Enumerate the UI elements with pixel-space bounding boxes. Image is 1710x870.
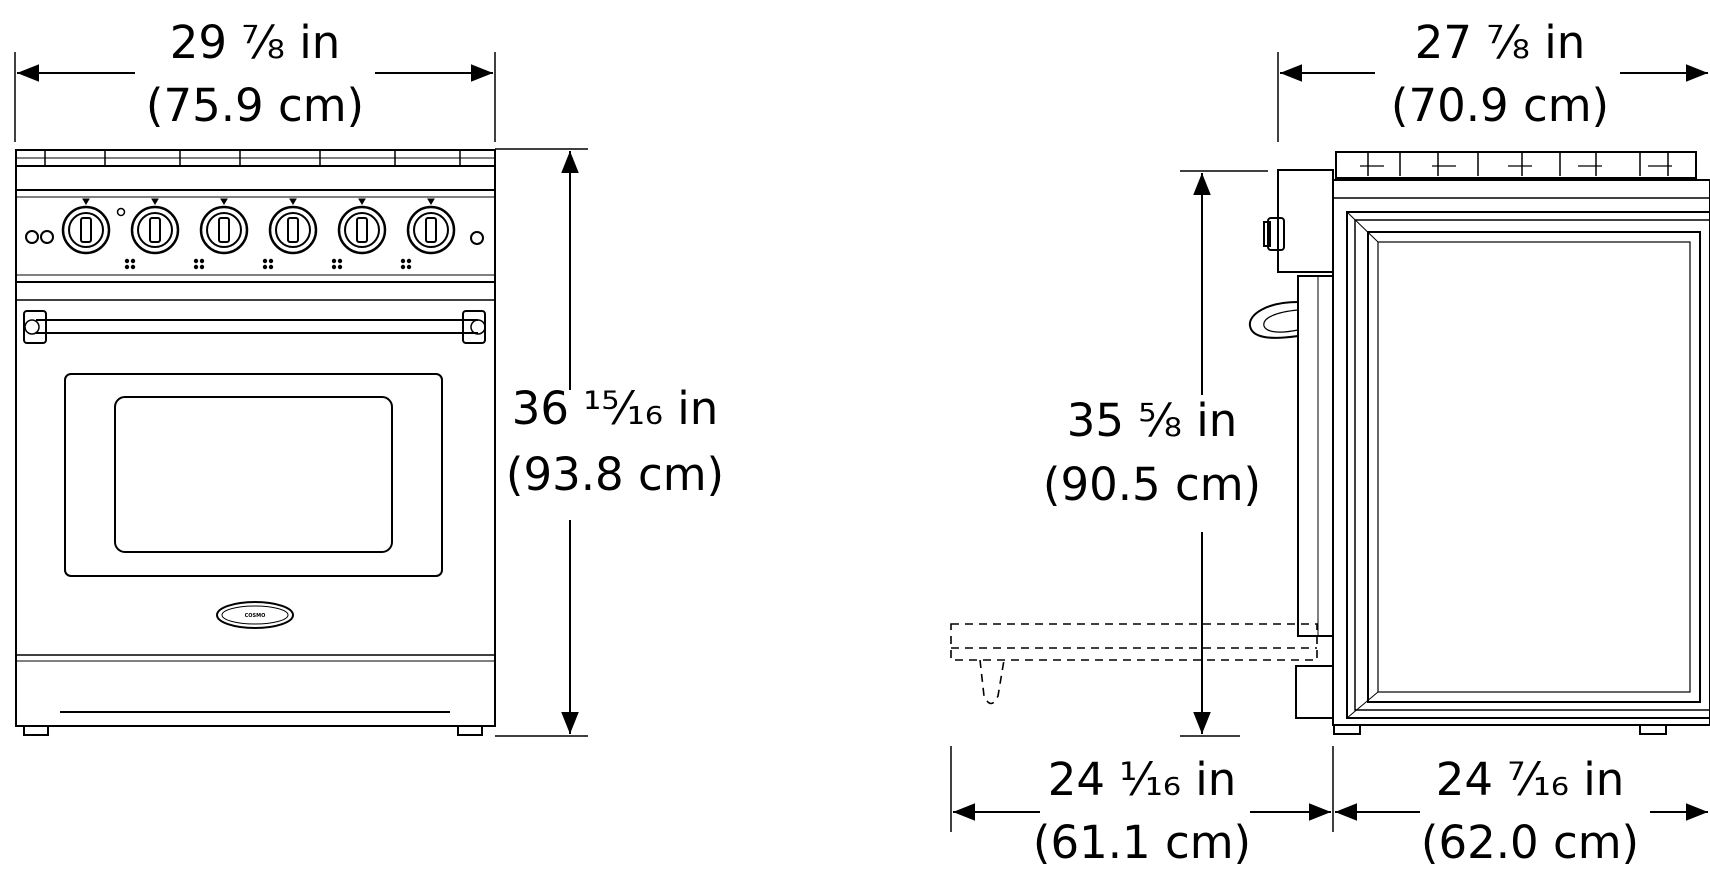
side-width-inches: 27 ⅞ in [1415,16,1586,69]
side-door-profile [1297,275,1334,637]
front-foot-left [23,725,49,736]
door-open-depth-cm: (61.1 cm) [1033,816,1251,869]
body-depth-cm: (62.0 cm) [1421,816,1639,869]
front-width-inches: 29 ⅞ in [170,16,341,69]
front-width-cm: (75.9 cm) [146,79,364,132]
side-height-cm: (90.5 cm) [1043,458,1261,511]
side-foot-right [1639,724,1667,735]
body-depth-inches: 24 ⁷⁄₁₆ in [1436,753,1625,806]
light-symbol-icon [116,207,126,217]
front-controls [25,198,484,270]
front-view [14,52,588,737]
burner-indicator [400,258,412,270]
open-door-outline [950,623,1318,705]
side-height-inches: 35 ⅝ in [1067,394,1238,447]
side-foot-left [1333,724,1361,735]
front-height-inches: 36 ¹⁵⁄₁₆ in [512,382,719,435]
side-knob [1267,217,1285,251]
oven-door-handle [23,310,486,344]
indicator-light [40,230,54,244]
brand-logo-text: COSMO [245,613,266,619]
indicator-light [470,231,484,245]
control-knob[interactable] [61,198,111,255]
control-knob[interactable] [130,198,180,255]
side-control-panel [1277,169,1334,273]
door-open-depth-inches: 24 ¹⁄₁₆ in [1048,753,1237,806]
front-foot-right [457,725,483,736]
control-knob[interactable] [337,198,387,255]
control-knob[interactable] [199,198,249,255]
side-grates [1335,151,1697,179]
brand-logo [216,601,294,629]
burner-indicator [124,258,136,270]
oven-window [114,396,393,553]
range-body [15,165,496,727]
control-panel [15,189,496,283]
side-handle [1248,301,1299,339]
dimension-labels: 29 ⅞ in (75.9 cm) 36 ¹⁵⁄₁₆ in (93.8 cm) … [146,16,1639,869]
side-drawer [1295,665,1334,719]
control-knob[interactable] [268,198,318,255]
side-body [1332,179,1710,726]
side-view [950,52,1710,832]
burner-indicator [331,258,343,270]
indicator-light [25,230,39,244]
control-knob[interactable] [406,198,456,255]
side-width-cm: (70.9 cm) [1391,79,1609,132]
burner-indicator [262,258,274,270]
oven-door [64,373,443,577]
front-height-cm: (93.8 cm) [506,448,724,501]
burner-indicator [193,258,205,270]
